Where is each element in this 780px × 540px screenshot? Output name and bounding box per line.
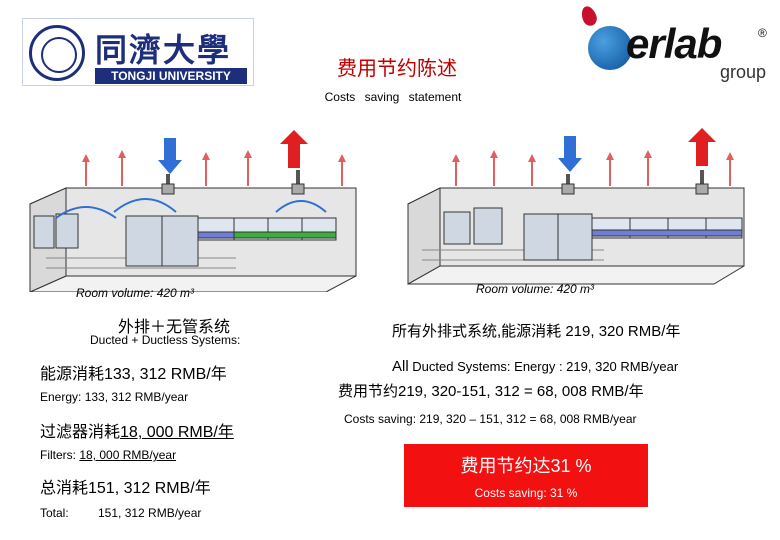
right-energy-en-rest: Ducted Systems: Energy : 219, 320 RMB/ye… (409, 359, 679, 374)
room-right-illustration (404, 126, 752, 288)
right-saving-calc-cn: 费用节约219, 320-151, 312 = 68, 008 RMB/年 (338, 380, 644, 401)
right-energy-en: All Ducted Systems: Energy : 219, 320 RM… (392, 358, 678, 375)
left-filter-cn-value: 18, 000 RMB/年 (120, 424, 234, 441)
right-saving-calc-en: Costs saving: 219, 320 – 151, 312 = 68, … (344, 412, 637, 426)
right-energy-en-all: All (392, 358, 409, 375)
room-diagram-ducted-ductless (26, 126, 362, 292)
page-title-cn: 费用节约陈述 (0, 52, 780, 81)
room-volume-label-left: Room volume: 420 m³ (76, 286, 274, 300)
left-energy-en: Energy: 133, 312 RMB/year (40, 390, 188, 404)
room-diagram-all-ducted (404, 126, 752, 288)
left-energy-cn: 能源消耗133, 312 RMB/年 (40, 360, 227, 384)
registered-mark: ® (758, 26, 767, 40)
left-filter-en: Filters: 18, 000 RMB/year (40, 448, 176, 462)
left-heading-en: Ducted + Ductless Systems: (90, 333, 240, 347)
left-filter-cn-prefix: 过滤器消耗 (40, 424, 120, 441)
left-total-en-label: Total: (40, 506, 69, 520)
savings-percent-en: Costs saving: 31 % (404, 486, 648, 500)
room-volume-label-right: Room volume: 420 m³ (476, 282, 594, 296)
page-title-en: Costs saving statement (0, 90, 780, 104)
left-total-cn: 总消耗151, 312 RMB/年 (40, 474, 211, 498)
left-filter-en-value: 18, 000 RMB/year (79, 448, 176, 462)
right-energy-cn: 所有外排式系统,能源消耗 219, 320 RMB/年 (392, 320, 680, 341)
flame-icon (579, 4, 599, 28)
left-filter-cn: 过滤器消耗18, 000 RMB/年 (40, 418, 234, 442)
savings-percent-cn: 费用节约达31 % (404, 452, 648, 478)
left-filter-en-prefix: Filters: (40, 448, 79, 462)
left-total-en-value: 151, 312 RMB/year (98, 506, 201, 520)
room-left-illustration (26, 126, 362, 292)
